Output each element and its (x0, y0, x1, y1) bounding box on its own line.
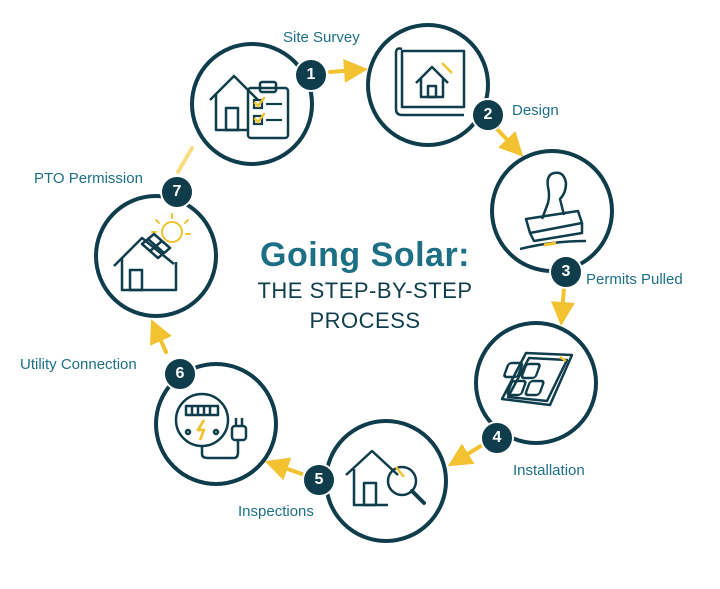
meter-plug-icon (174, 392, 248, 460)
arrow-1-to-2 (328, 58, 368, 83)
step-3-circle (490, 149, 614, 273)
arrow-5-to-6 (264, 457, 304, 481)
step-4-badge: 4 (480, 421, 514, 455)
arrow-4-to-5 (447, 442, 486, 467)
house-magnifier-icon (345, 449, 426, 507)
arrow-6-to-7 (150, 319, 172, 354)
step-4-circle (474, 321, 598, 445)
blueprint-house-icon (394, 47, 466, 117)
step-7-badge: 7 (160, 175, 194, 209)
diagram-title: Going Solar: (260, 236, 470, 274)
diagram-subtitle-line-2: PROCESS (309, 308, 421, 333)
diagram-subtitle-line-1: THE STEP-BY-STEP (257, 278, 473, 303)
step-3-badge: 3 (549, 255, 583, 289)
step-6-badge: 6 (163, 357, 197, 391)
step-4-label: Installation (513, 462, 585, 479)
step-5-label: Inspections (238, 503, 314, 520)
step-2-badge: 2 (471, 98, 505, 132)
arrow-3-to-4 (550, 286, 575, 326)
step-1-label: Site Survey (283, 29, 360, 46)
step-5-circle (324, 419, 448, 543)
stamp-icon (519, 171, 587, 251)
solar-house-sun-icon (113, 213, 191, 292)
step-3-label: Permits Pulled (586, 271, 683, 288)
step-6-label: Utility Connection (20, 356, 137, 373)
step-7-label: PTO Permission (34, 170, 143, 187)
connector-7-to-1 (176, 146, 194, 174)
step-2-label: Design (512, 102, 559, 119)
solar-panel-icon (500, 351, 574, 407)
step-1-badge: 1 (294, 58, 328, 92)
arrow-2-to-3 (494, 126, 524, 157)
step-5-badge: 5 (302, 463, 336, 497)
house-clipboard-icon (209, 74, 290, 140)
step-1-circle (190, 42, 314, 166)
